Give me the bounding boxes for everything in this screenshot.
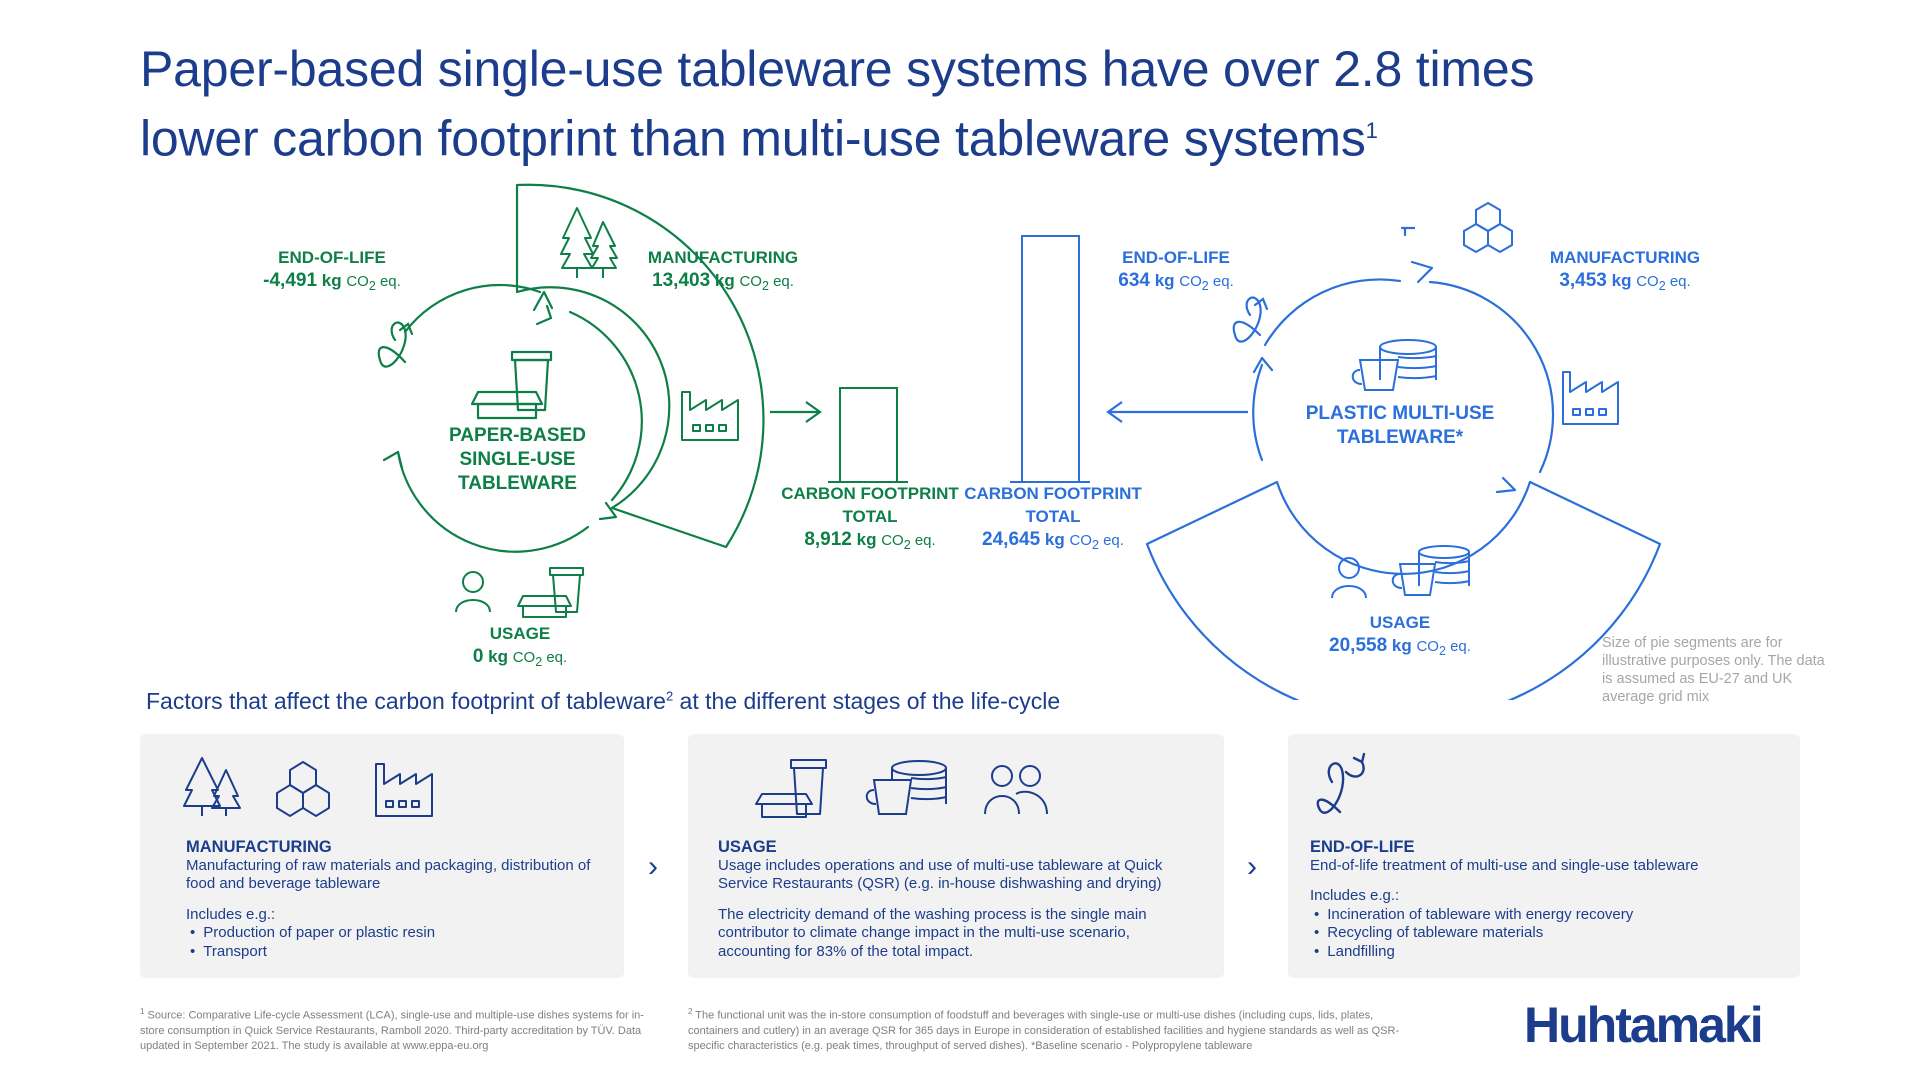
plastic-arrow-head	[1252, 356, 1274, 374]
trees-icon	[183, 757, 241, 816]
card-text: End-of-life treatment of multi-use and s…	[1310, 856, 1699, 874]
recycle-icon	[377, 321, 414, 368]
plastic-cycle-arc-1	[1263, 278, 1402, 347]
plastic-arrow-head	[1495, 476, 1517, 494]
card-includes: Includes e.g.:	[186, 905, 276, 923]
paper-cycle-arc-2	[568, 310, 643, 502]
list-item: Recycling of tableware materials	[1310, 924, 1780, 943]
cup-and-plates-icon	[865, 760, 947, 815]
factory-icon	[681, 391, 739, 441]
footnote-functional-unit: 2 The functional unit was the in-store c…	[688, 1007, 1400, 1052]
paper-arrow-head	[598, 501, 618, 521]
factory-icon	[1562, 371, 1619, 425]
paper-arrow-to-total	[770, 401, 822, 423]
chevron-right-icon: ›	[648, 850, 658, 883]
illustrative-note: Size of pie segments are for illustrativ…	[1602, 635, 1825, 705]
plastic-cycle-arc-3	[1252, 363, 1264, 462]
plastic-usage-label: USAGE 20,558 kg CO2 eq.	[1329, 613, 1471, 658]
trees-icon	[560, 207, 618, 278]
plastic-arrow-to-total	[1106, 401, 1248, 423]
paper-arrow-head	[535, 304, 553, 326]
plastic-cycle-arc-2	[1428, 280, 1555, 474]
molecule-icon	[276, 760, 330, 818]
person-icon	[455, 571, 491, 613]
card-title: USAGE	[718, 838, 777, 856]
paper-manufacturing-label: MANUFACTURING 13,403 kg CO2 eq.	[647, 248, 799, 293]
factors-heading: Factors that affect the carbon footprint…	[146, 688, 1061, 714]
plastic-usage-segment	[1145, 480, 1662, 700]
card-title: END-OF-LIFE	[1310, 838, 1415, 856]
cup-and-plates-icon	[1351, 339, 1437, 391]
manufacturing-card: MANUFACTURING Manufacturing of raw mater…	[140, 734, 624, 978]
usage-icons	[755, 759, 1048, 818]
food-container-icon	[755, 759, 827, 818]
footnote-source: 1 Source: Comparative Life-cycle Assessm…	[140, 1007, 644, 1052]
plastic-total-bar	[1021, 235, 1080, 483]
person-icon	[1331, 557, 1367, 599]
paper-cycle-arc-3	[396, 450, 590, 553]
card-includes: Includes e.g.:	[1310, 887, 1400, 904]
huhtamaki-logo: Huhtamaki	[1524, 997, 1764, 1053]
card-text-2: The electricity demand of the washing pr…	[718, 905, 1147, 960]
paper-end-of-life-label: END-OF-LIFE -4,491 kg CO2 eq.	[263, 248, 401, 293]
paper-usage-container-icon	[517, 567, 584, 618]
card-title: MANUFACTURING	[186, 838, 332, 856]
recycle-icon	[1232, 296, 1269, 343]
paper-usage-label: USAGE 0 kg CO2 eq.	[472, 624, 568, 669]
usage-cup-and-plates-icon	[1391, 545, 1470, 596]
plastic-end-of-life-label: END-OF-LIFE 634 kg CO2 eq.	[1118, 248, 1234, 293]
factory-icon	[375, 763, 433, 817]
recycle-icon	[1316, 752, 1366, 814]
paper-center-label: PAPER-BASED SINGLE-USE TABLEWARE	[449, 425, 586, 494]
card-text: Manufacturing of raw materials and packa…	[186, 856, 591, 893]
paper-food-container-icon	[470, 350, 553, 420]
list-item: Transport	[186, 943, 604, 962]
paper-total-label: CARBON FOOTPRINT TOTAL 8,912 kg CO2 eq.	[781, 484, 959, 552]
people-icon	[984, 765, 1048, 815]
plastic-total-label: CARBON FOOTPRINT TOTAL 24,645 kg CO2 eq.	[964, 484, 1142, 552]
plastic-manufacturing-label: MANUFACTURING 3,453 kg CO2 eq.	[1549, 248, 1701, 293]
paper-arrow-head	[532, 290, 554, 312]
manufacturing-icons	[183, 757, 433, 818]
end-of-life-card: END-OF-LIFE End-of-life treatment of mul…	[1288, 734, 1800, 978]
list-item: Landfilling	[1310, 943, 1780, 962]
carbon-footprint-diagram	[377, 183, 1662, 700]
molecule-icon	[1463, 201, 1513, 254]
plastic-arrow-head	[1400, 226, 1407, 237]
plastic-center-label: PLASTIC MULTI-USE TABLEWARE*	[1305, 403, 1495, 448]
paper-manufacturing-segment	[515, 183, 765, 549]
paper-total-bar	[839, 387, 898, 483]
usage-card: USAGE Usage includes operations and use …	[688, 734, 1224, 978]
paper-cycle-arc-1	[403, 283, 542, 334]
chevron-right-icon: ›	[1247, 850, 1257, 883]
list-item: Production of paper or plastic resin	[186, 924, 604, 943]
card-text: Usage includes operations and use of mul…	[718, 856, 1163, 893]
paper-arrow-head	[382, 450, 404, 470]
page-title: Paper-based single-use tableware systems…	[140, 41, 1535, 167]
plastic-arrow-head	[1410, 260, 1434, 284]
list-item: Incineration of tableware with energy re…	[1310, 906, 1780, 925]
